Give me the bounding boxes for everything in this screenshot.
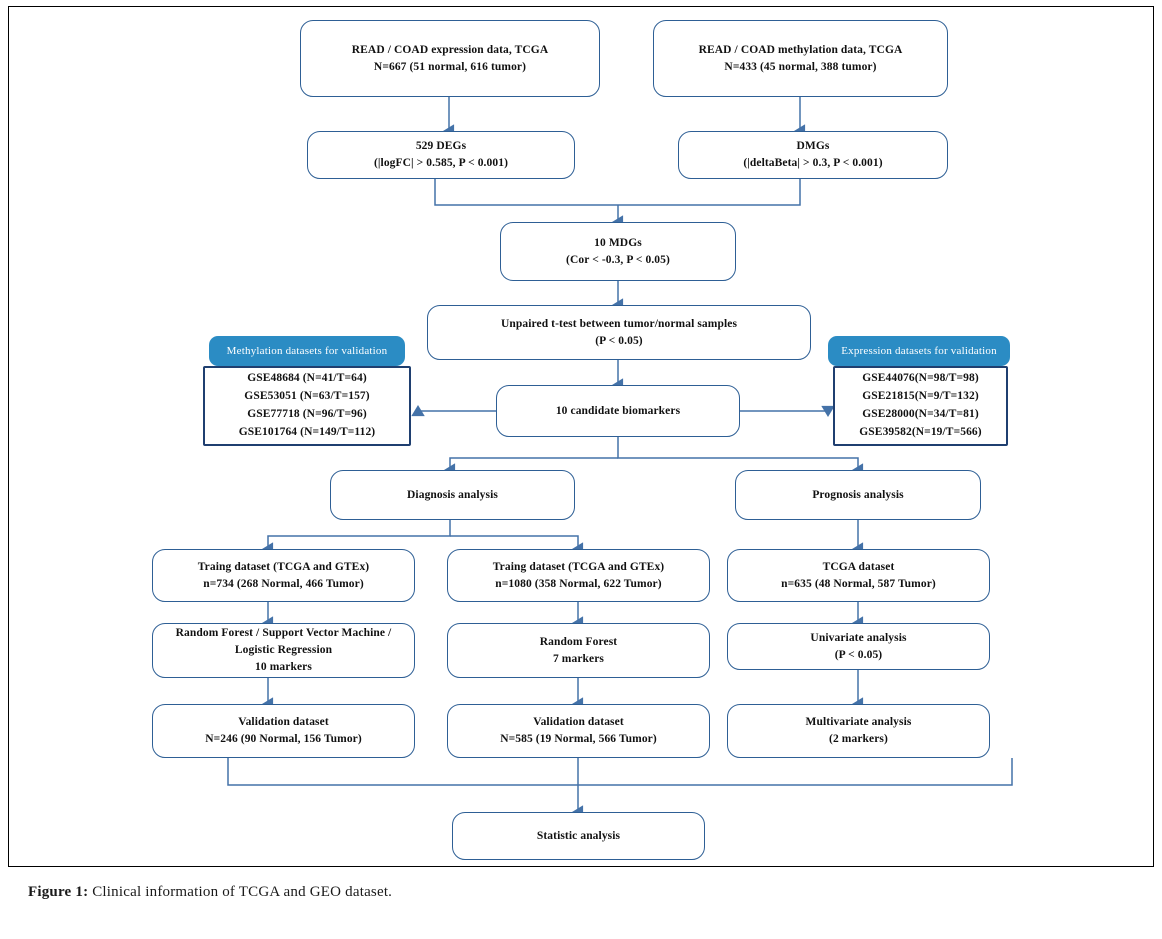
node-degs-text: 529 DEGs(|logFC| > 0.585, P < 0.001) — [373, 140, 509, 169]
node-methylation-validation-datasets: GSE48684 (N=41/T=64)GSE53051 (N=63/T=157… — [203, 366, 411, 446]
node-unpaired-ttest-text: Unpaired t-test between tumor/normal sam… — [500, 317, 738, 347]
node-models-left-text: Random Forest / Support Vector Machine /… — [175, 627, 392, 673]
node-candidate-biomarkers-text: 10 candidate biomarkers — [555, 404, 681, 417]
node-univariate-analysis-text: Univariate analysis(P < 0.05) — [810, 631, 907, 661]
node-degs: 529 DEGs(|logFC| > 0.585, P < 0.001) — [307, 131, 575, 179]
node-diagnosis-analysis: Diagnosis analysis — [330, 470, 575, 520]
node-univariate-analysis: Univariate analysis(P < 0.05) — [727, 623, 990, 670]
node-dmgs: DMGs(|deltaBeta| > 0.3, P < 0.001) — [678, 131, 948, 179]
node-mdgs-text: 10 MDGs(Cor < -0.3, P < 0.05) — [566, 236, 670, 266]
figure-caption-text: Clinical information of TCGA and GEO dat… — [88, 884, 393, 900]
node-expression-validation-list: GSE44076(N=98/T=98)GSE21815(N=9/T=132)GS… — [859, 372, 982, 438]
node-training-dataset-left-text: Traing dataset (TCGA and GTEx)n=734 (268… — [197, 560, 370, 590]
node-training-dataset-left: Traing dataset (TCGA and GTEx)n=734 (268… — [152, 549, 415, 602]
figure-caption-label: Figure 1: — [28, 884, 89, 900]
node-dmgs-text: DMGs(|deltaBeta| > 0.3, P < 0.001) — [743, 140, 883, 169]
node-models-left: Random Forest / Support Vector Machine /… — [152, 623, 415, 678]
node-mdgs: 10 MDGs(Cor < -0.3, P < 0.05) — [500, 222, 736, 281]
node-training-dataset-mid-text: Traing dataset (TCGA and GTEx)n=1080 (35… — [492, 560, 665, 590]
figure-caption: Figure 1: Clinical information of TCGA a… — [28, 884, 1128, 901]
node-expression-validation-datasets: GSE44076(N=98/T=98)GSE21815(N=9/T=132)GS… — [833, 366, 1008, 446]
node-statistic-analysis: Statistic analysis — [452, 812, 705, 860]
node-prognosis-analysis: Prognosis analysis — [735, 470, 981, 520]
node-multivariate-analysis-text: Multivariate analysis(2 markers) — [805, 716, 912, 745]
banner-expression-validation-label: Expression datasets for validation — [841, 345, 997, 357]
node-unpaired-ttest: Unpaired t-test between tumor/normal sam… — [427, 305, 811, 360]
node-prognosis-analysis-text: Prognosis analysis — [812, 488, 904, 501]
node-diagnosis-analysis-text: Diagnosis analysis — [407, 488, 498, 501]
node-multivariate-analysis: Multivariate analysis(2 markers) — [727, 704, 990, 758]
node-statistic-analysis-text: Statistic analysis — [536, 829, 621, 842]
node-candidate-biomarkers: 10 candidate biomarkers — [496, 385, 740, 437]
banner-methylation-validation: Methylation datasets for validation — [209, 336, 405, 366]
node-methylation-validation-list: GSE48684 (N=41/T=64)GSE53051 (N=63/T=157… — [238, 372, 376, 438]
banner-expression-validation: Expression datasets for validation — [828, 336, 1010, 366]
node-training-dataset-mid: Traing dataset (TCGA and GTEx)n=1080 (35… — [447, 549, 710, 602]
banner-methylation-validation-label: Methylation datasets for validation — [226, 345, 388, 357]
